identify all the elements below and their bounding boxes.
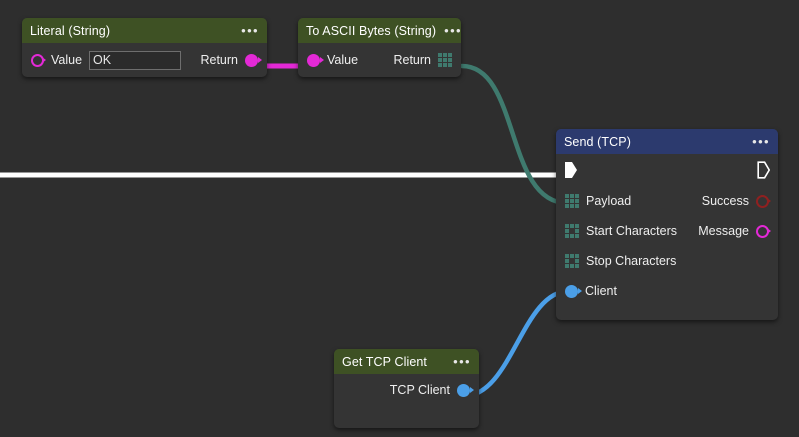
port-row-stop-characters: Stop Characters — [556, 246, 778, 276]
node-header[interactable]: Send (TCP) ••• — [556, 129, 778, 154]
node-header[interactable]: To ASCII Bytes (String) ••• — [298, 18, 461, 43]
output-port-message[interactable] — [756, 224, 771, 238]
wire-ascii-return-to-send-payload — [459, 63, 570, 206]
output-port-return-array[interactable] — [438, 53, 452, 67]
node-bottom-pad — [334, 406, 479, 428]
output-label-success: Success — [701, 194, 749, 208]
exec-out-icon[interactable] — [757, 161, 770, 179]
node-send-tcp[interactable]: Send (TCP) ••• Payload Suc — [556, 129, 778, 320]
input-label-start-characters: Start Characters — [586, 224, 678, 238]
input-label-payload: Payload — [586, 194, 632, 208]
input-port-value[interactable] — [307, 53, 324, 67]
input-label-stop-characters: Stop Characters — [586, 254, 677, 268]
node-body: TCP Client — [334, 374, 479, 428]
input-port-start-characters-array[interactable] — [565, 224, 579, 238]
output-port-tcp-client[interactable] — [457, 383, 474, 397]
node-literal-string[interactable]: Literal (String) ••• Value Return — [22, 18, 267, 77]
node-header[interactable]: Literal (String) ••• — [22, 18, 267, 43]
wire-gettcp-to-send-client — [461, 288, 572, 399]
port-row-value: Value Return — [22, 43, 267, 77]
node-title: Get TCP Client — [342, 354, 427, 369]
node-title: To ASCII Bytes (String) — [306, 23, 437, 38]
input-label-value: Value — [51, 53, 83, 67]
input-port-value[interactable] — [31, 53, 46, 67]
node-title: Literal (String) — [30, 23, 111, 38]
input-port-stop-characters-array[interactable] — [565, 254, 579, 268]
exec-in-icon[interactable] — [564, 161, 577, 179]
input-port-client[interactable] — [565, 284, 582, 298]
input-port-payload-array[interactable] — [565, 194, 579, 208]
node-body: Value Return — [22, 43, 267, 77]
node-header[interactable]: Get TCP Client ••• — [334, 349, 479, 374]
output-label-return: Return — [393, 53, 431, 67]
port-row-payload: Payload Success — [556, 186, 778, 216]
port-row-client: Client — [556, 276, 778, 306]
node-menu-icon[interactable]: ••• — [444, 22, 461, 38]
exec-row — [556, 154, 778, 186]
node-body: Payload Success Start Characters Message — [556, 154, 778, 320]
node-menu-icon[interactable]: ••• — [241, 22, 259, 38]
input-label-client: Client — [585, 284, 617, 298]
node-bottom-pad — [556, 306, 778, 320]
input-label-value: Value — [327, 53, 359, 67]
value-text-input[interactable] — [89, 50, 182, 70]
node-title: Send (TCP) — [564, 134, 631, 149]
port-row-value: Value Return — [298, 43, 461, 77]
port-row-start-characters: Start Characters Message — [556, 216, 778, 246]
node-get-tcp-client[interactable]: Get TCP Client ••• TCP Client — [334, 349, 479, 428]
output-label-return: Return — [200, 53, 238, 67]
output-port-return[interactable] — [245, 53, 262, 67]
node-to-ascii-bytes-string[interactable]: To ASCII Bytes (String) ••• Value Return — [298, 18, 461, 77]
node-body: Value Return — [298, 43, 461, 77]
node-menu-icon[interactable]: ••• — [752, 133, 770, 149]
node-menu-icon[interactable]: ••• — [453, 353, 471, 369]
output-port-success[interactable] — [756, 194, 771, 208]
output-label-message: Message — [698, 224, 749, 238]
output-label-tcp-client: TCP Client — [389, 383, 450, 397]
port-row-tcp-client: TCP Client — [334, 374, 479, 406]
